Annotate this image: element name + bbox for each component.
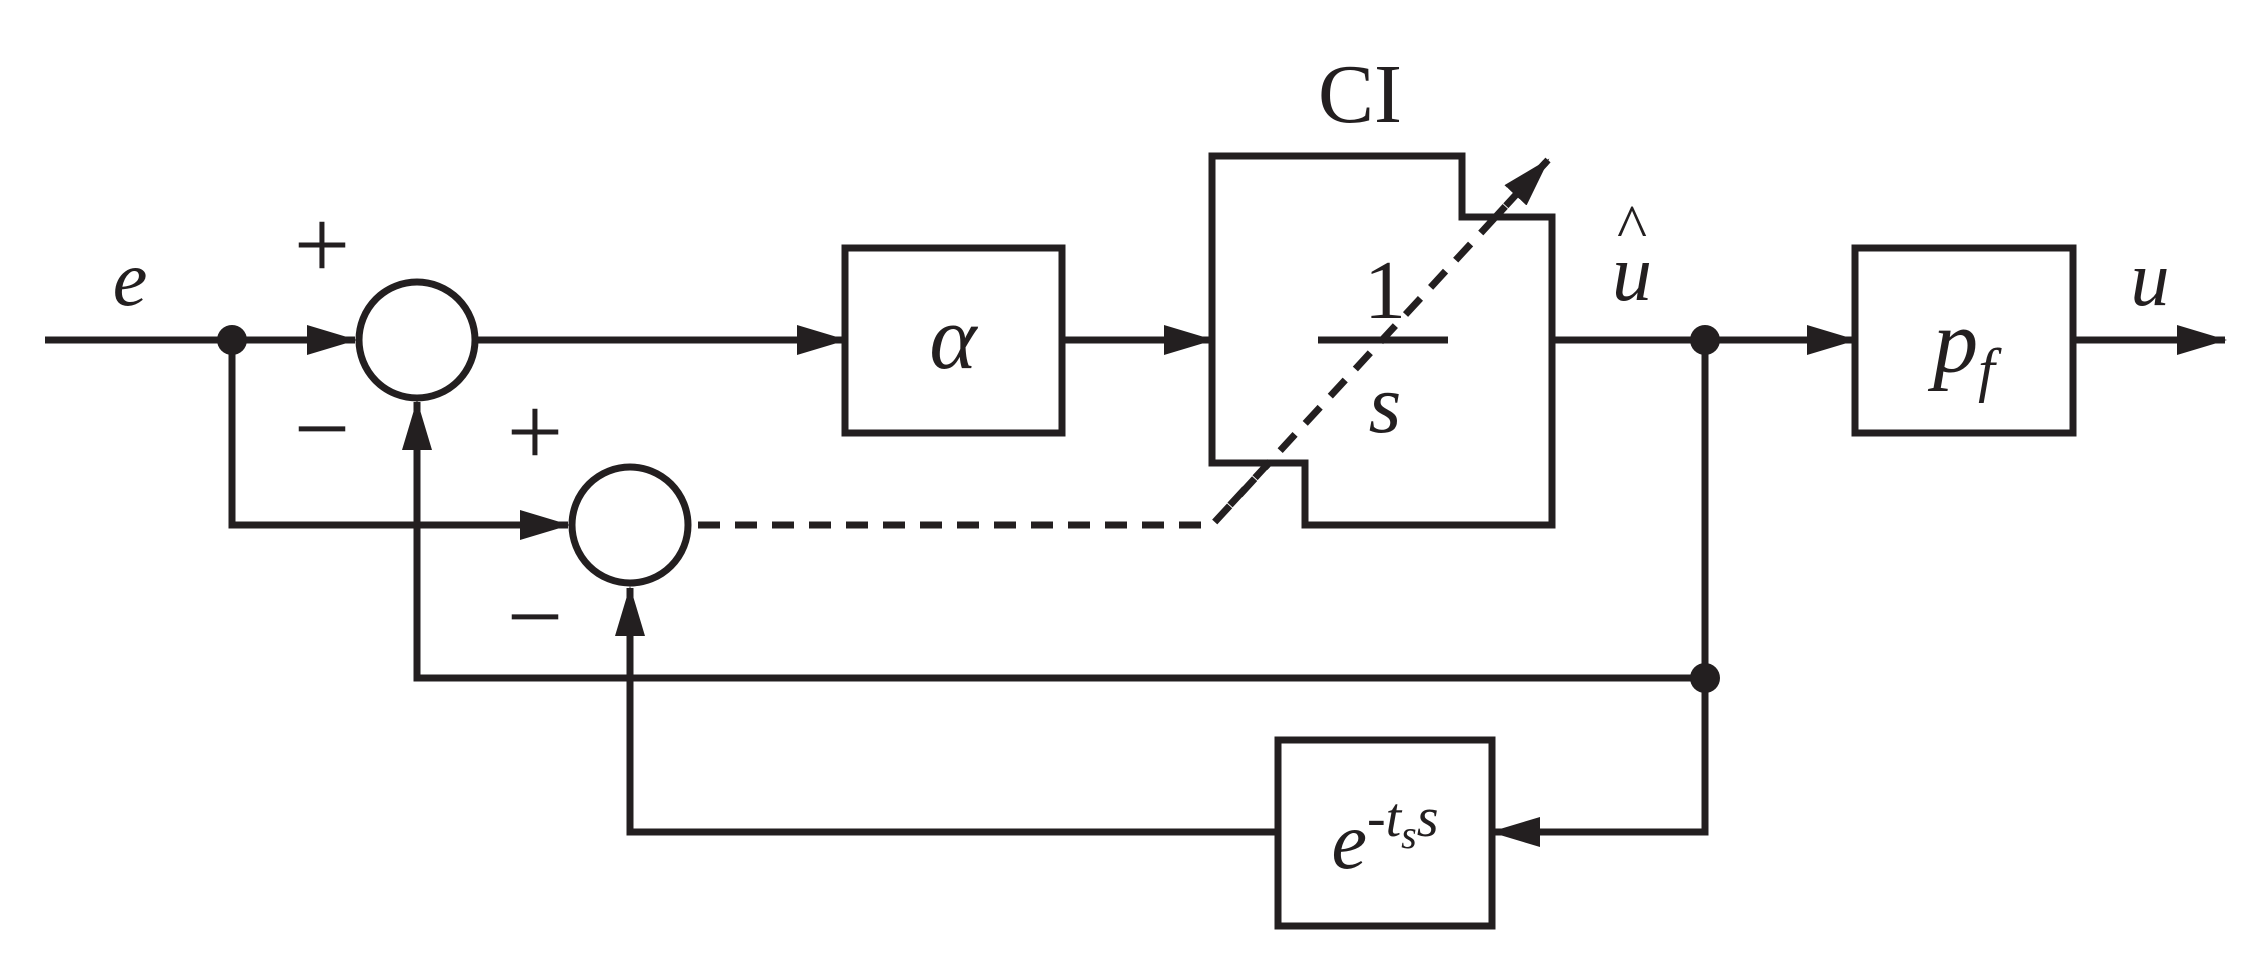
wire-delay-to-bottom-summer — [615, 586, 1278, 836]
delay-label-trailing: s — [1417, 787, 1439, 849]
reset-dashed-overlay — [1227, 157, 1551, 508]
delay-label-exponent-sub: s — [1401, 812, 1417, 857]
top-summer-plus-sign: + — [294, 189, 350, 300]
delay-label-base: e — [1331, 798, 1367, 886]
integrator-numerator: 1 — [1364, 244, 1406, 337]
wire-input-to-bottom-summer — [228, 340, 570, 540]
junction-feedback — [1690, 663, 1720, 693]
junction-input — [217, 325, 247, 355]
delay-block — [1274, 736, 1496, 930]
summer-bottom — [568, 463, 692, 587]
estimate-signal-label: u — [1612, 230, 1652, 318]
delay-label: e-tss — [1331, 787, 1438, 886]
delay-label-exponent-sign: - — [1367, 787, 1386, 849]
delay-label-exponent-var: t — [1386, 787, 1403, 849]
wire-feedback-to-delay — [1490, 678, 1709, 847]
plant-label-base: p — [1927, 293, 1978, 392]
summer-top — [355, 278, 479, 402]
plant-block — [1851, 244, 2077, 437]
estimate-hat-accent: ^ — [1617, 191, 1647, 262]
gain-block — [841, 244, 1066, 437]
input-signal-label: e — [113, 235, 148, 322]
wire-feedback-to-top-summer — [402, 400, 1705, 682]
bottom-summer-minus-sign: − — [507, 561, 563, 672]
output-signal-label: u — [2131, 235, 2170, 322]
integrator-group-label: CI — [1318, 48, 1402, 141]
integrator-denominator: s — [1369, 358, 1402, 451]
bottom-summer-plus-sign: + — [507, 376, 563, 487]
gain-label: α — [929, 289, 978, 388]
top-summer-minus-sign: − — [294, 373, 350, 484]
junction-estimate — [1690, 325, 1720, 355]
